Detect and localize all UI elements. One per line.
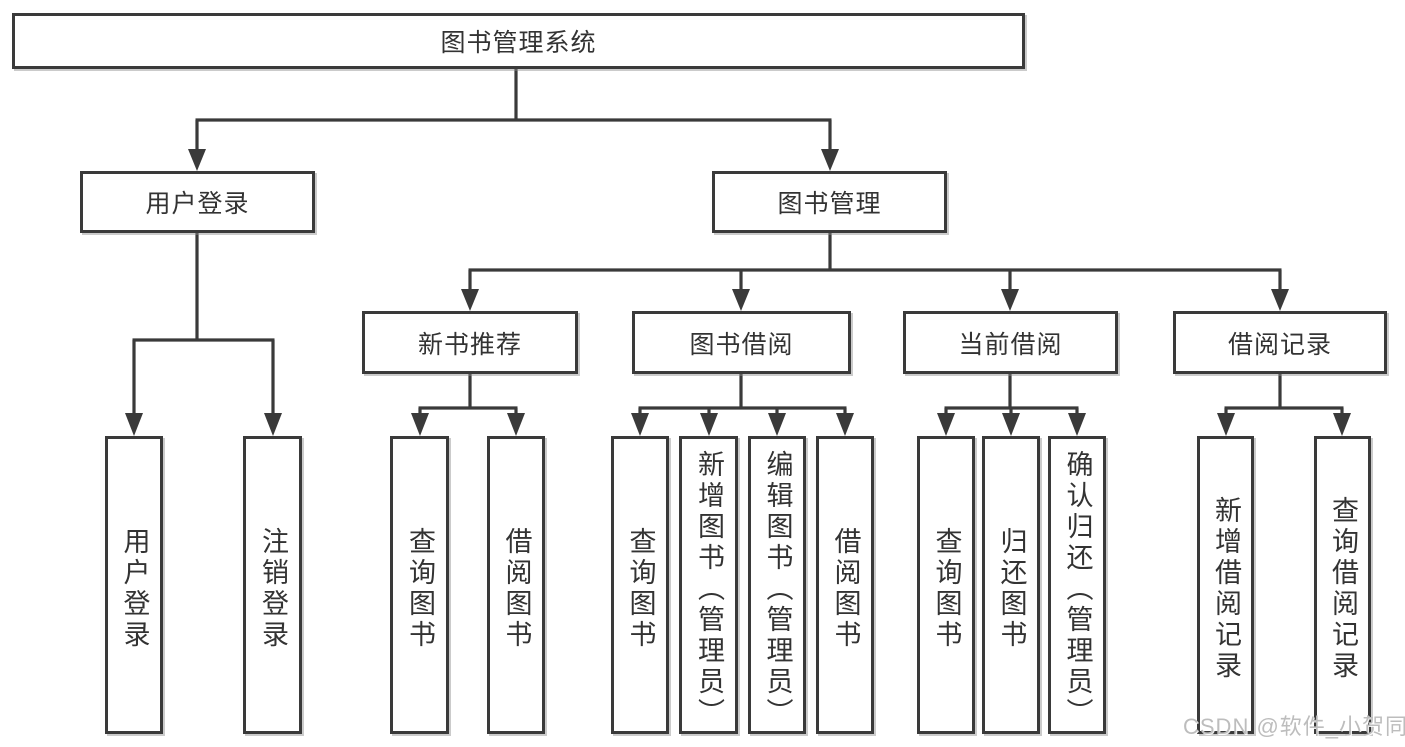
- node-library-management-system: 图书管理系统: [12, 13, 1025, 69]
- connector-current-borrow-section: [937, 372, 1086, 436]
- arrowhead: [188, 149, 206, 171]
- arrowhead: [507, 413, 525, 436]
- arrowhead: [125, 413, 143, 436]
- arrowhead: [1271, 289, 1289, 311]
- node-borrow-records: 借阅记录: [1173, 311, 1387, 374]
- arrowhead: [700, 413, 718, 436]
- leaf-query-books: 查询图书: [390, 436, 449, 734]
- connector-user-login-branch: [125, 230, 282, 436]
- leaf-confirm-return-admin: 确认归还（管理员）: [1048, 436, 1106, 734]
- leaf-return-books: 归还图书: [982, 436, 1040, 734]
- arrowhead: [461, 289, 479, 311]
- node-new-book-recommend: 新书推荐: [362, 311, 578, 374]
- arrowhead: [937, 413, 955, 436]
- connector-book-management-to-sections: [461, 230, 1289, 311]
- leaf-add-books-admin: 新增图书（管理员）: [679, 436, 738, 734]
- watermark: CSDN @软件_小贺同学: [1183, 714, 1405, 739]
- arrowhead: [836, 413, 854, 436]
- arrowhead: [1068, 413, 1086, 436]
- leaf-borrow-books: 借阅图书: [487, 436, 545, 734]
- connector-book-borrow-section: [631, 372, 854, 436]
- node-book-borrow: 图书借阅: [632, 311, 851, 374]
- leaf-query-books: 查询图书: [917, 436, 975, 734]
- arrowhead: [1217, 413, 1235, 436]
- node-user-login-branch: 用户登录: [80, 171, 315, 233]
- leaf-borrow-books: 借阅图书: [816, 436, 874, 734]
- connector-new-book-section: [411, 372, 525, 436]
- node-book-management: 图书管理: [712, 171, 947, 233]
- leaf-user-login: 用户登录: [105, 436, 163, 734]
- arrowhead: [821, 149, 839, 171]
- node-current-borrow: 当前借阅: [903, 311, 1118, 374]
- arrowhead: [768, 413, 786, 436]
- arrowhead: [1002, 413, 1020, 436]
- leaf-query-books: 查询图书: [611, 436, 669, 734]
- arrowhead: [264, 413, 282, 436]
- arrowhead: [1333, 413, 1351, 436]
- leaf-logout-login: 注销登录: [243, 436, 302, 734]
- arrowhead: [631, 413, 649, 436]
- connector-root-to-level2: [188, 67, 839, 171]
- arrowhead: [411, 413, 429, 436]
- arrowhead: [1001, 289, 1019, 311]
- connector-borrow-records-section: [1217, 372, 1351, 436]
- leaf-query-borrow-record: 查询借阅记录: [1314, 436, 1371, 734]
- leaf-edit-books-admin: 编辑图书（管理员）: [748, 436, 806, 734]
- arrowhead: [732, 289, 750, 311]
- leaf-add-borrow-record: 新增借阅记录: [1197, 436, 1254, 734]
